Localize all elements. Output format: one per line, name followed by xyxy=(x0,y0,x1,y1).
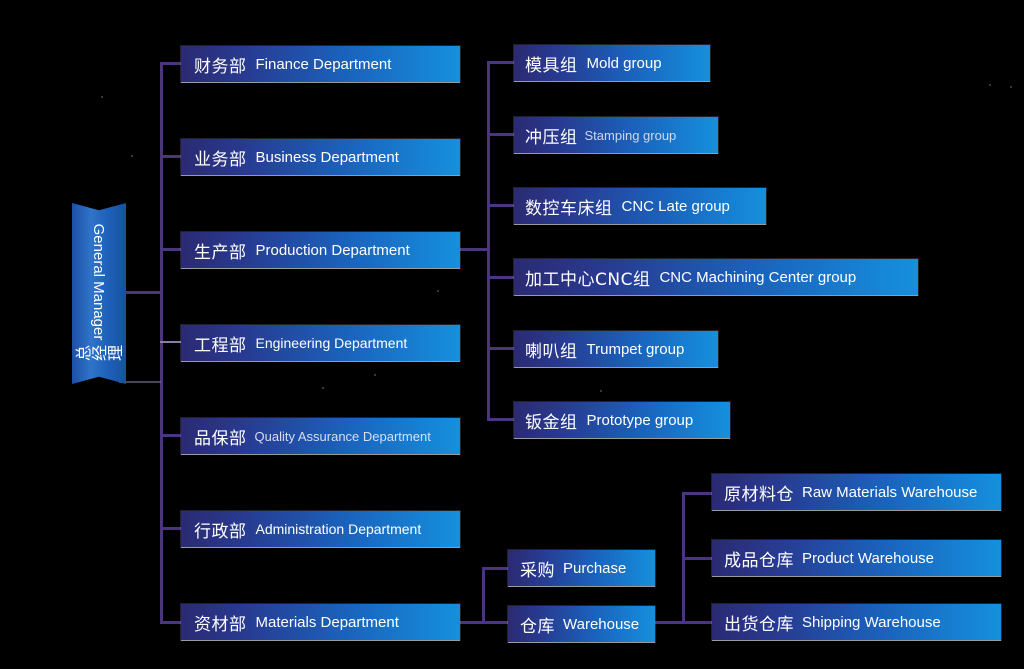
connector-dept-6 xyxy=(160,527,182,530)
dept-label-cn: 业务部 xyxy=(194,149,247,170)
materials-child-label-en: Purchase xyxy=(563,559,627,577)
connector-production-stub xyxy=(460,248,490,251)
group-label-en: Trumpet group xyxy=(586,340,685,358)
connector-materials-trunk xyxy=(482,567,485,624)
dept-label-cn: 资材部 xyxy=(194,614,247,635)
noise-speck xyxy=(101,96,103,98)
dept-label-en: Administration Department xyxy=(255,521,422,537)
connector-group-1 xyxy=(487,61,514,64)
warehouse-label-cn: 出货仓库 xyxy=(724,614,794,635)
node-finance-department[interactable]: 财务部 Finance Department xyxy=(181,46,460,82)
node-production-department[interactable]: 生产部 Production Department xyxy=(181,232,460,268)
node-quality-assurance-department[interactable]: 品保部 Quality Assurance Department xyxy=(181,418,460,454)
noise-speck xyxy=(1010,86,1012,88)
group-label-cn: 喇叭组 xyxy=(525,341,578,362)
connector-dept-5 xyxy=(160,434,182,437)
noise-speck xyxy=(600,390,602,392)
materials-child-label-cn: 仓库 xyxy=(520,616,555,637)
dept-label-en: Production Department xyxy=(255,241,410,259)
connector-dept-7 xyxy=(160,621,182,624)
group-label-cn: 钣金组 xyxy=(525,412,578,433)
dept-label-en: Quality Assurance Department xyxy=(254,428,431,444)
connector-dept-1 xyxy=(160,62,182,65)
node-administration-department[interactable]: 行政部 Administration Department xyxy=(181,511,460,547)
materials-child-label-cn: 采购 xyxy=(520,560,555,581)
connector-root-trunk xyxy=(160,63,163,624)
dept-label-en: Engineering Department xyxy=(255,335,408,351)
group-label-en: Stamping group xyxy=(584,127,677,143)
dept-label-cn: 生产部 xyxy=(194,242,247,263)
group-label-en: CNC Late group xyxy=(621,197,730,215)
warehouse-label-cn: 原材料仓 xyxy=(724,484,794,505)
group-label-en: Prototype group xyxy=(586,411,694,429)
node-product-warehouse[interactable]: 成品仓库 Product Warehouse xyxy=(712,540,1001,576)
group-label-cn: 数控车床组 xyxy=(525,198,613,219)
node-shipping-warehouse[interactable]: 出货仓库 Shipping Warehouse xyxy=(712,604,1001,640)
dept-label-cn: 工程部 xyxy=(194,335,247,356)
node-cnc-lathe-group[interactable]: 数控车床组 CNC Late group xyxy=(514,188,766,224)
noise-speck xyxy=(131,155,133,157)
connector-group-4 xyxy=(487,276,514,279)
connector-whs-1 xyxy=(682,492,712,495)
materials-child-label-en: Warehouse xyxy=(563,615,640,633)
node-cnc-machining-center-group[interactable]: 加工中心CNC组 CNC Machining Center group xyxy=(514,259,918,295)
warehouse-label-en: Product Warehouse xyxy=(802,549,935,567)
group-label-cn: 模具组 xyxy=(525,55,578,76)
node-warehouse[interactable]: 仓库 Warehouse xyxy=(508,606,655,642)
connector-warehouse xyxy=(482,621,508,624)
connector-materials-stub xyxy=(460,621,484,624)
connector-whs-3 xyxy=(682,621,712,624)
group-label-en: Mold group xyxy=(586,54,662,72)
node-stamping-group[interactable]: 冲压组 Stamping group xyxy=(514,117,718,153)
node-general-manager[interactable]: General Manager 总经理 xyxy=(72,203,126,384)
noise-speck xyxy=(437,290,439,292)
warehouse-label-en: Shipping Warehouse xyxy=(802,613,941,631)
node-engineering-department[interactable]: 工程部 Engineering Department xyxy=(181,325,460,361)
general-manager-label-cn: 总经理 xyxy=(75,345,123,365)
dept-label-en: Finance Department xyxy=(255,55,392,73)
connector-group-6 xyxy=(487,418,514,421)
connector-purchase xyxy=(482,567,508,570)
node-business-department[interactable]: 业务部 Business Department xyxy=(181,139,460,175)
group-label-cn: 加工中心CNC组 xyxy=(525,269,651,290)
connector-group-5 xyxy=(487,347,514,350)
dept-label-en: Business Department xyxy=(255,148,399,166)
connector-production-trunk xyxy=(487,61,490,419)
dept-label-cn: 财务部 xyxy=(194,56,247,77)
general-manager-label: General Manager 总经理 xyxy=(72,203,126,384)
node-materials-department[interactable]: 资材部 Materials Department xyxy=(181,604,460,640)
group-label-en: CNC Machining Center group xyxy=(659,268,857,286)
connector-root-stub xyxy=(126,291,162,294)
node-trumpet-group[interactable]: 喇叭组 Trumpet group xyxy=(514,331,718,367)
dept-label-cn: 行政部 xyxy=(194,521,247,542)
warehouse-label-en: Raw Materials Warehouse xyxy=(802,483,978,501)
noise-speck xyxy=(989,84,991,86)
general-manager-label-en: General Manager xyxy=(90,223,108,341)
node-mold-group[interactable]: 模具组 Mold group xyxy=(514,45,710,81)
group-label-cn: 冲压组 xyxy=(525,127,578,148)
dept-label-en: Materials Department xyxy=(255,613,399,631)
noise-speck xyxy=(374,374,376,376)
connector-whs-2 xyxy=(682,557,712,560)
connector-dept-4 xyxy=(160,341,182,343)
connector-group-2 xyxy=(487,133,514,136)
dept-label-cn: 品保部 xyxy=(194,428,247,449)
node-purchase[interactable]: 采购 Purchase xyxy=(508,550,655,586)
node-prototype-group[interactable]: 钣金组 Prototype group xyxy=(514,402,730,438)
warehouse-label-cn: 成品仓库 xyxy=(724,550,794,571)
node-raw-materials-warehouse[interactable]: 原材料仓 Raw Materials Warehouse xyxy=(712,474,1001,510)
connector-dept-2 xyxy=(160,155,182,158)
connector-stray-1 xyxy=(119,381,161,383)
connector-dept-3 xyxy=(160,248,182,251)
noise-speck xyxy=(322,387,324,389)
connector-group-3 xyxy=(487,204,514,207)
